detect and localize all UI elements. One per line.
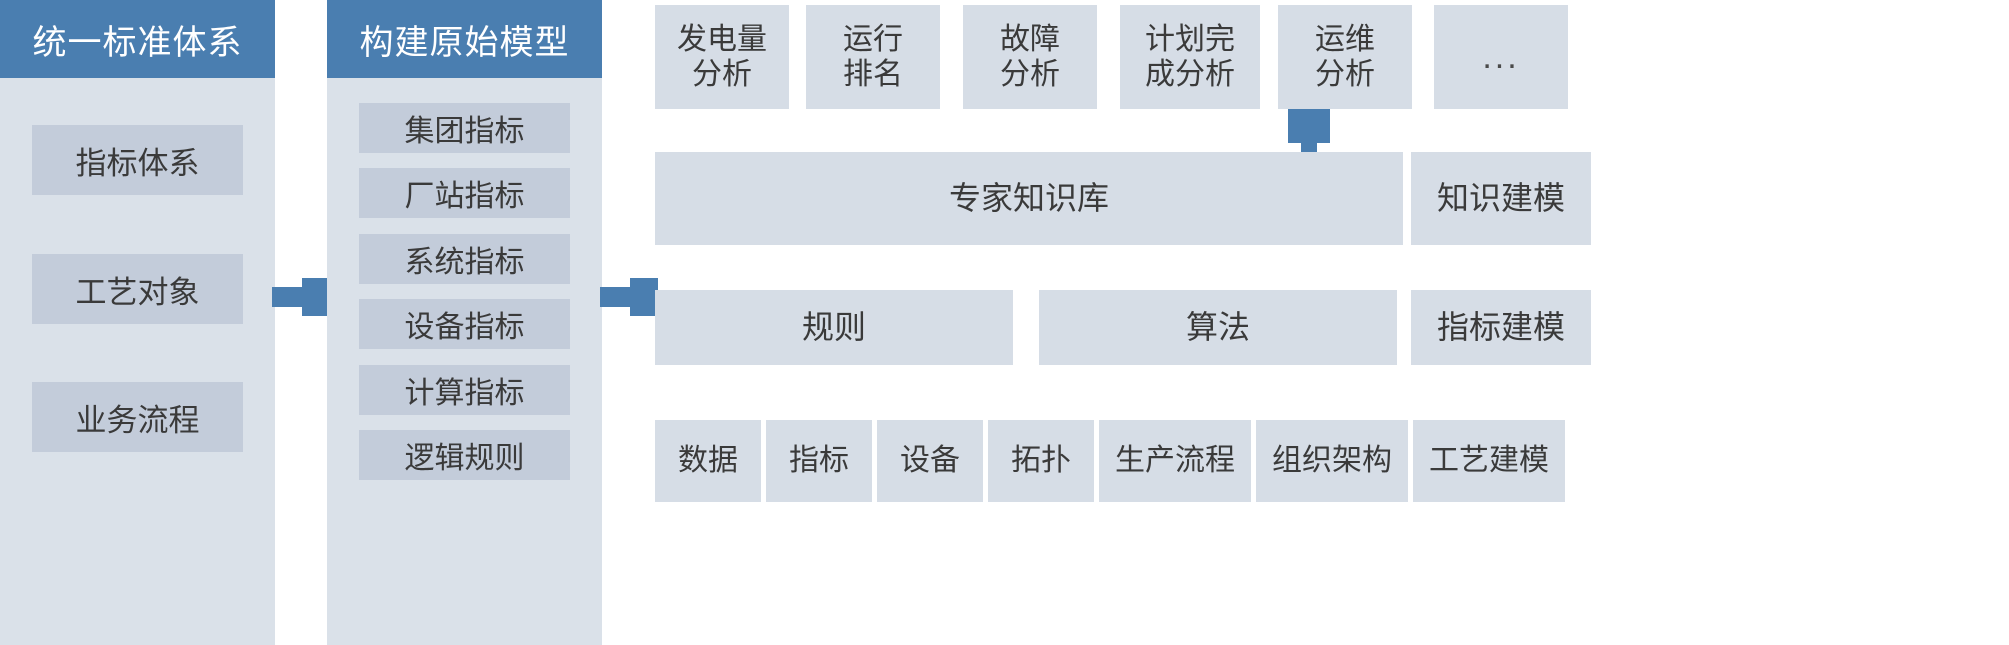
base-box-生产流程[interactable]: 生产流程 [1099, 420, 1251, 502]
column-item-厂站指标[interactable]: 厂站指标 [359, 168, 570, 218]
analysis-box-发电量分析[interactable]: 发电量 分析 [655, 5, 789, 109]
rule-box-算法[interactable]: 算法 [1039, 290, 1397, 365]
column-item-系统指标[interactable]: 系统指标 [359, 234, 570, 284]
analysis-box-运维分析[interactable]: 运维 分析 [1278, 5, 1412, 109]
column-item-逻辑规则[interactable]: 逻辑规则 [359, 430, 570, 480]
arrow-col2-to-rules-icon [600, 278, 658, 316]
base-box-指标[interactable]: 指标 [766, 420, 872, 502]
column-item-集团指标[interactable]: 集团指标 [359, 103, 570, 153]
column-item-设备指标[interactable]: 设备指标 [359, 299, 570, 349]
analysis-box-计划完成分析[interactable]: 计划完 成分析 [1120, 5, 1260, 109]
base-box-工艺建模[interactable]: 工艺建模 [1413, 420, 1565, 502]
knowledge-box-专家知识库[interactable]: 专家知识库 [655, 152, 1403, 245]
column-item-业务流程[interactable]: 业务流程 [32, 382, 243, 452]
column-header-build-original-model: 构建原始模型 [327, 0, 602, 78]
rule-box-指标建模[interactable]: 指标建模 [1411, 290, 1591, 365]
base-box-拓扑[interactable]: 拓扑 [988, 420, 1094, 502]
base-box-数据[interactable]: 数据 [655, 420, 761, 502]
arrow-col1-to-col2-icon [272, 278, 330, 316]
column-header-unified-standard-system: 统一标准体系 [0, 0, 275, 78]
base-box-组织架构[interactable]: 组织架构 [1256, 420, 1408, 502]
base-box-设备[interactable]: 设备 [877, 420, 983, 502]
analysis-box-more[interactable]: ... [1434, 5, 1568, 109]
rule-box-规则[interactable]: 规则 [655, 290, 1013, 365]
analysis-box-运行排名[interactable]: 运行 排名 [806, 5, 940, 109]
column-item-工艺对象[interactable]: 工艺对象 [32, 254, 243, 324]
analysis-box-故障分析[interactable]: 故障 分析 [963, 5, 1097, 109]
knowledge-box-知识建模[interactable]: 知识建模 [1411, 152, 1591, 245]
column-item-指标体系[interactable]: 指标体系 [32, 125, 243, 195]
column-item-计算指标[interactable]: 计算指标 [359, 365, 570, 415]
